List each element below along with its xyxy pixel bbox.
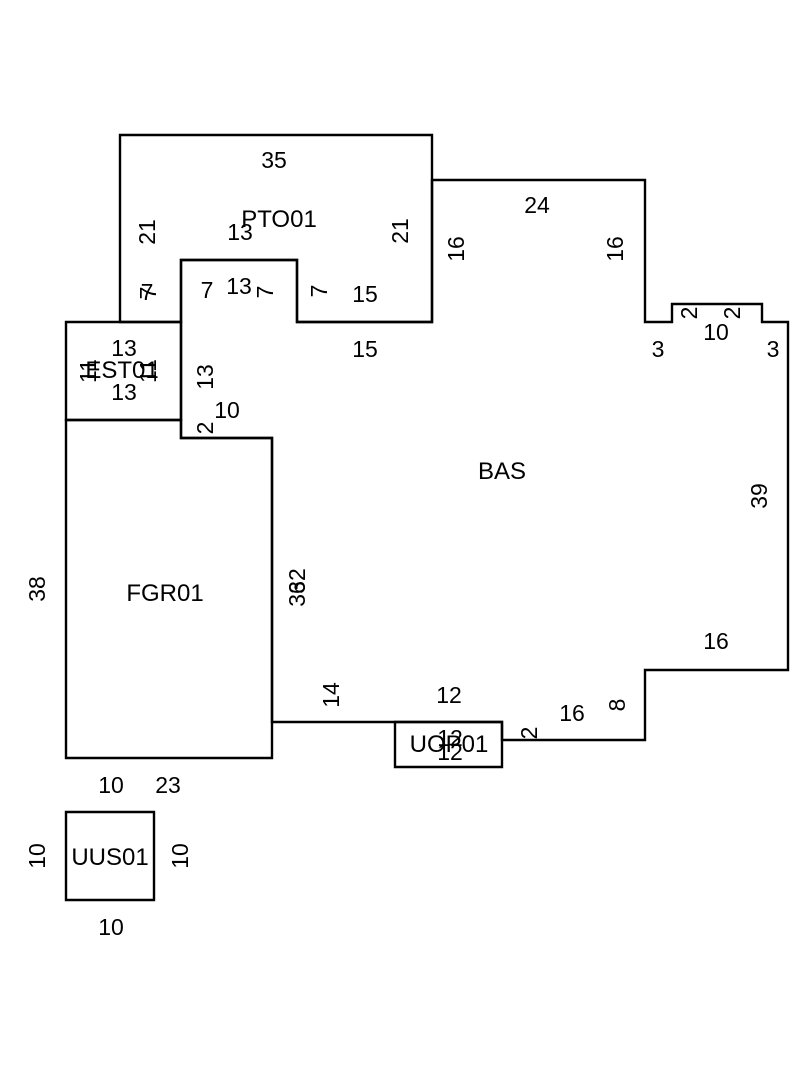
dim-bas-lower-right-top: 16 — [703, 628, 729, 654]
dim-fgr-left: 38 — [24, 576, 50, 602]
dim-est-right: 11 — [135, 359, 161, 383]
dim-uus-right: 10 — [167, 843, 193, 869]
dim-pto-step-left: 7 — [135, 287, 161, 300]
fgr01-outline — [64, 418, 274, 760]
dim-pto-step-left-b: 7 — [141, 279, 154, 305]
pto01-area-label: PTO01 — [241, 206, 317, 233]
dim-pto-notch-7: 7 — [201, 277, 214, 303]
dim-bas-top: 24 — [524, 192, 550, 218]
bas-area-label: BAS — [478, 458, 526, 485]
dim-uus-bottom: 10 — [98, 914, 124, 940]
dim-bas-bump-top: 10 — [703, 319, 729, 345]
bas-outline — [179, 178, 790, 742]
dim-pto-top: 35 — [261, 147, 287, 173]
dim-uop-b: 12 — [437, 739, 463, 765]
dim-bas-bottom-right: 16 — [559, 700, 585, 726]
dim-bas-left-side-b: 32 — [284, 568, 310, 594]
dim-bas-step-8: 8 — [604, 699, 630, 712]
dim-fgr-bottom-a: 10 — [98, 772, 124, 798]
dim-est-top: 13 — [111, 335, 137, 361]
dim-fgr-bottom-b: 23 — [155, 772, 181, 798]
uop01-area-label: UOP01 — [410, 731, 489, 758]
dim-bas-right-upper: 16 — [602, 236, 628, 262]
dim-est-side: 13 — [192, 364, 218, 390]
dim-bas-step-2: 2 — [516, 727, 542, 740]
dim-est-bottom: 13 — [111, 379, 137, 405]
uus01-outline — [64, 810, 156, 902]
dim-pto-left: 21 — [134, 219, 160, 245]
dim-pto-notch-top: 13 — [226, 273, 252, 299]
dim-bas-left-side: 36 — [284, 581, 310, 607]
dim-pto-upper-15: 15 — [352, 281, 378, 307]
uop01-outline — [393, 720, 504, 769]
dim-bas-bump-side-right: 2 — [719, 307, 745, 320]
dim-bas-small-2: 2 — [192, 422, 218, 435]
uus01-area-label: UUS01 — [71, 844, 148, 871]
dim-bas-left-upper: 16 — [443, 236, 469, 262]
dim-pto-notch-right-b: 7 — [306, 285, 332, 298]
dim-uop-a: 12 — [437, 725, 463, 751]
dim-uus-left: 10 — [24, 843, 50, 869]
dim-bas-right: 39 — [746, 483, 772, 509]
dim-pto-bottom: 15 — [352, 336, 378, 362]
dim-pto-inner-left: 13 — [227, 219, 253, 245]
dim-bas-bump-right: 3 — [767, 336, 780, 362]
dim-bas-bump-left: 3 — [652, 336, 665, 362]
dim-pto-right: 21 — [387, 218, 413, 244]
dim-bas-bottom-left: 14 — [318, 682, 344, 708]
est01-area-label: EST01 — [85, 357, 158, 384]
dim-bas-small-10: 10 — [214, 397, 240, 423]
dim-est-left: 11 — [75, 359, 101, 383]
dim-pto-notch-right: 7 — [252, 286, 278, 299]
dim-bas-bottom-mid: 12 — [436, 682, 462, 708]
fgr01-area-label: FGR01 — [126, 580, 203, 607]
dim-bas-bump-side-left: 2 — [676, 307, 702, 320]
